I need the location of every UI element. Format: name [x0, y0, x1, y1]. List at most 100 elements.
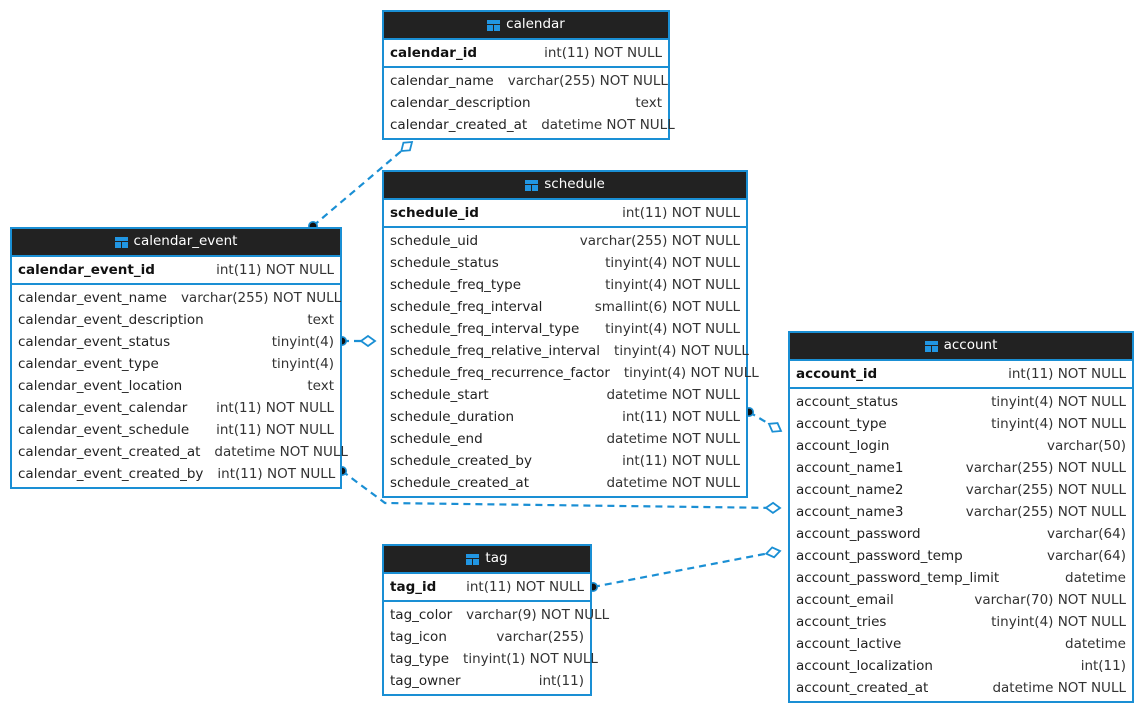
column-name: account_id [796, 366, 878, 382]
column-list: calendar_event_name varchar(255) NOT NULL… [12, 285, 348, 487]
entity-header-calendar_event[interactable]: calendar_event [12, 229, 340, 257]
column-name: calendar_event_status [18, 334, 171, 350]
column-type: datetime [1065, 570, 1126, 586]
column-type: tinyint(4) NOT NULL [991, 614, 1126, 630]
column-name: account_type [796, 416, 887, 432]
column-name: schedule_end [390, 431, 483, 447]
aggregation-diamond-marker [764, 501, 782, 515]
column-name: schedule_start [390, 387, 489, 403]
entity-title: account [943, 337, 998, 354]
column-type: datetime [1065, 636, 1126, 652]
column-row[interactable]: account_tries tinyint(4) NOT NULL [790, 611, 1132, 633]
column-type: tinyint(4) NOT NULL [605, 255, 740, 271]
entity-header-schedule[interactable]: schedule [384, 172, 746, 200]
column-type: text [635, 95, 662, 111]
primary-key-row[interactable]: account_id int(11) NOT NULL [790, 361, 1132, 389]
column-type: varchar(255) NOT NULL [180, 290, 342, 306]
relationship-rel-schedule-to-account[interactable] [743, 406, 784, 435]
column-type: text [307, 312, 334, 328]
column-type: int(11) NOT NULL [217, 466, 336, 482]
relationship-rel-calendar-event-to-schedule[interactable] [336, 334, 377, 348]
entity-header-account[interactable]: account [790, 333, 1132, 361]
column-name: account_tries [796, 614, 887, 630]
column-name: tag_color [390, 607, 453, 623]
column-name: account_email [796, 592, 894, 608]
column-type: datetime NOT NULL [992, 680, 1126, 696]
column-type: int(11) NOT NULL [1008, 366, 1126, 382]
column-row[interactable]: tag_color varchar(9) NOT NULL [384, 604, 609, 626]
column-type: varchar(70) NOT NULL [974, 592, 1126, 608]
column-type: varchar(255) NOT NULL [507, 73, 668, 89]
column-name: account_status [796, 394, 899, 410]
column-name: schedule_freq_type [390, 277, 522, 293]
column-type: varchar(255) [496, 629, 584, 645]
column-row[interactable]: account_email varchar(70) NOT NULL [790, 589, 1132, 611]
column-name: calendar_event_type [18, 356, 159, 372]
column-type: int(11) NOT NULL [622, 409, 740, 425]
column-type: varchar(9) NOT NULL [466, 607, 610, 623]
column-name: tag_id [390, 579, 437, 595]
column-name: calendar_event_name [18, 290, 167, 306]
column-type: int(11) [1080, 658, 1126, 674]
table-icon [114, 236, 128, 248]
column-name: schedule_created_by [390, 453, 532, 469]
entity-header-tag[interactable]: tag [384, 546, 590, 574]
column-name: account_login [796, 438, 890, 454]
relationship-rel-tag-to-account[interactable] [587, 546, 782, 592]
column-row[interactable]: calendar_event_name varchar(255) NOT NULL [12, 287, 342, 309]
column-type: text [307, 378, 334, 394]
column-name: calendar_event_created_at [18, 444, 201, 460]
column-type: tinyint(4) NOT NULL [614, 343, 749, 359]
column-type: varchar(255) NOT NULL [579, 233, 740, 249]
entity-header-calendar[interactable]: calendar [384, 12, 668, 40]
